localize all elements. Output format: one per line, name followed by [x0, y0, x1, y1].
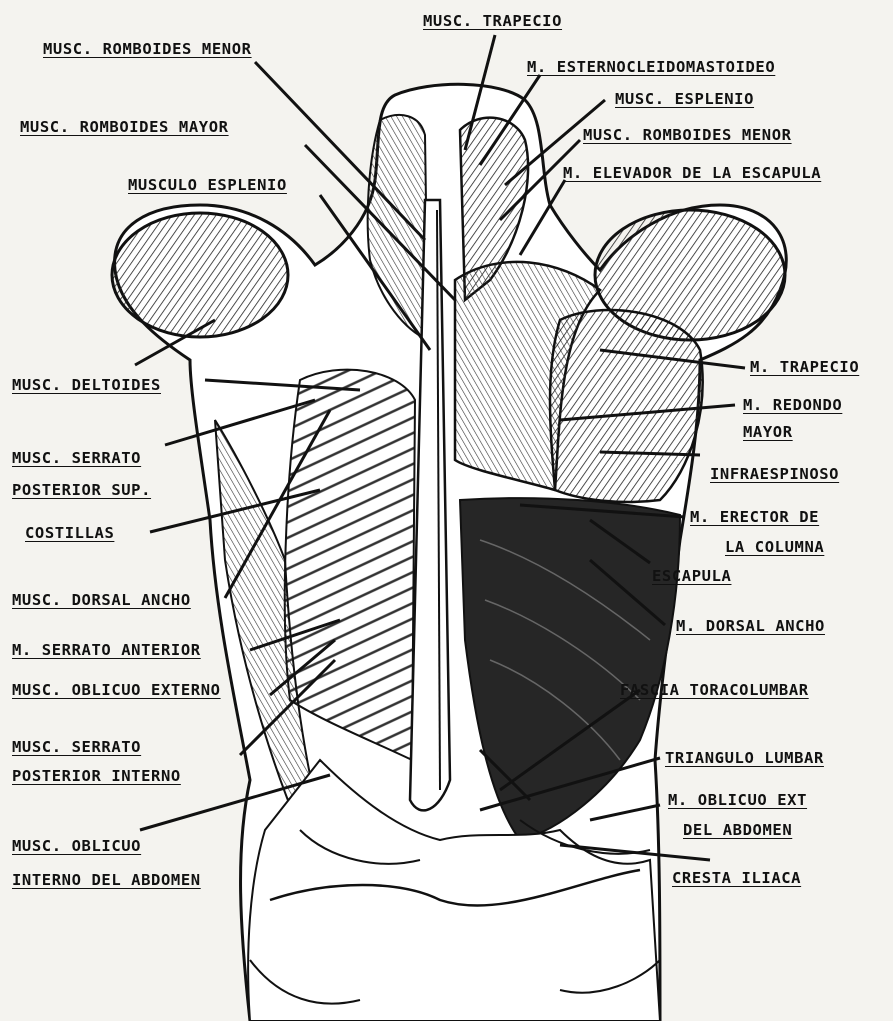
- label-trapecio-right: M. TRAPECIO: [750, 358, 859, 376]
- label-dorsal-ancho-left: MUSC. DORSAL ANCHO: [12, 591, 191, 609]
- label-costillas: COSTILLAS: [25, 524, 114, 542]
- label-dorsal-ancho-right: M. DORSAL ANCHO: [676, 617, 825, 635]
- label-serrato-anterior: M. SERRATO ANTERIOR: [12, 641, 201, 659]
- left-deltoid-shape: [112, 213, 288, 337]
- label-oblicuo-externo-left: MUSC. OBLICUO EXTERNO: [12, 681, 221, 699]
- label-redondo-mayor-2: MAYOR: [743, 423, 793, 441]
- label-esternocleidomastoideo: M. ESTERNOCLEIDOMASTOIDEO: [527, 58, 775, 76]
- label-serrato-sup-1: MUSC. SERRATO: [12, 449, 141, 467]
- label-trapecio-top: MUSC. TRAPECIO: [423, 12, 562, 30]
- label-serrato-interno-2: POSTERIOR INTERNO: [12, 767, 181, 785]
- label-oblicuo-interno-1: MUSC. OBLICUO: [12, 837, 141, 855]
- label-romboides-mayor-left: MUSC. ROMBOIDES MAYOR: [20, 118, 229, 136]
- label-oblicuo-ext-right-2: DEL ABDOMEN: [683, 821, 792, 839]
- right-scapula-region: [550, 310, 703, 502]
- label-escapula: ESCAPULA: [652, 567, 731, 585]
- label-erector-1: M. ERECTOR DE: [690, 508, 819, 526]
- label-fascia-toracolumbar: FASCIA TORACOLUMBAR: [620, 681, 809, 699]
- label-deltoides: MUSC. DELTOIDES: [12, 376, 161, 394]
- label-esplenio-right: MUSC. ESPLENIO: [615, 90, 754, 108]
- label-infraespinoso: INFRAESPINOSO: [710, 465, 839, 483]
- label-oblicuo-interno-2: INTERNO DEL ABDOMEN: [12, 871, 201, 889]
- label-erector-2: LA COLUMNA: [725, 538, 824, 556]
- label-romboides-menor-right: MUSC. ROMBOIDES MENOR: [583, 126, 792, 144]
- label-serrato-interno-1: MUSC. SERRATO: [12, 738, 141, 756]
- label-romboides-menor-left: MUSC. ROMBOIDES MENOR: [43, 40, 252, 58]
- label-cresta-iliaca: CRESTA ILIACA: [672, 869, 801, 887]
- label-oblicuo-ext-right-1: M. OBLICUO EXT: [668, 791, 807, 809]
- label-musculo-esplenio: MUSCULO ESPLENIO: [128, 176, 287, 194]
- left-rib-region: [285, 370, 415, 760]
- label-serrato-sup-2: POSTERIOR SUP.: [12, 481, 151, 499]
- label-redondo-mayor-1: M. REDONDO: [743, 396, 842, 414]
- label-triangulo-lumbar: TRIANGULO LUMBAR: [665, 749, 824, 767]
- label-elevador-escapula: M. ELEVADOR DE LA ESCAPULA: [563, 164, 821, 182]
